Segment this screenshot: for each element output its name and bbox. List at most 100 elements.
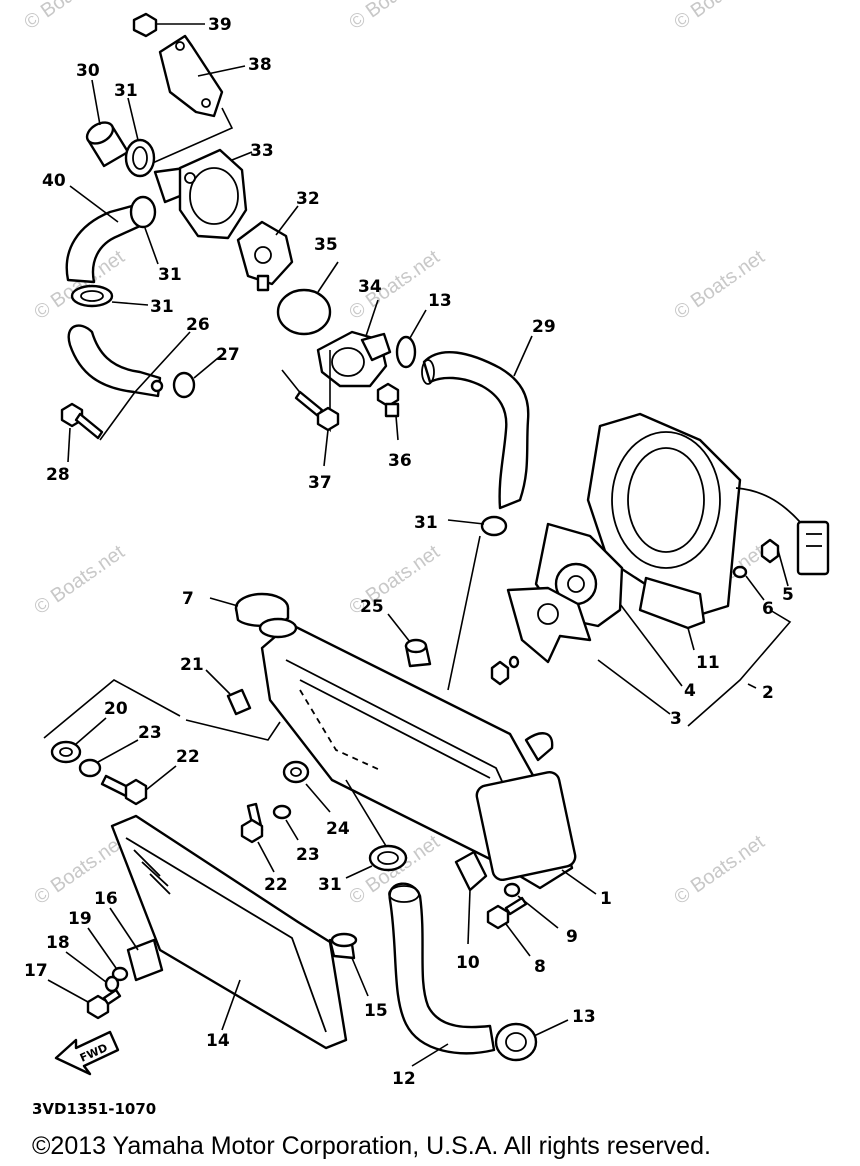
- callout-30: 30: [76, 61, 100, 81]
- callout-15: 15: [364, 1001, 388, 1021]
- bolt-36: [376, 382, 400, 441]
- callout-3: 3: [670, 709, 682, 729]
- callout-29: 29: [532, 317, 556, 337]
- callout-18: 18: [46, 933, 70, 953]
- clamp-31-mid: [129, 195, 159, 265]
- damper-16: [109, 907, 164, 982]
- washer-23-right: [272, 804, 299, 841]
- callout-9: 9: [566, 927, 578, 947]
- forward-arrow: FWD: [54, 1030, 120, 1076]
- filler-neck: [258, 617, 298, 639]
- clamp-31-left: [70, 284, 149, 308]
- callout-37: 37: [308, 473, 332, 493]
- bolt-8: [486, 896, 531, 957]
- collar-18: [65, 951, 120, 993]
- water-pump-cover-34: [281, 299, 392, 433]
- bolt-37: [294, 390, 340, 467]
- callout-7: 7: [182, 589, 194, 609]
- callout-28: 28: [46, 465, 70, 485]
- clamp-13-bottom: [494, 1019, 569, 1062]
- radiator-1: [260, 622, 597, 895]
- watermark: © Boats.net: [345, 0, 444, 34]
- thermostat-32: [236, 205, 299, 292]
- hose-26: [67, 324, 191, 441]
- callout-11: 11: [696, 653, 720, 673]
- watermark: © Boats.net: [670, 246, 769, 324]
- washer-19: [87, 927, 129, 982]
- bolt-5: [760, 538, 789, 587]
- callout-1: 1: [600, 889, 612, 909]
- callout-34: 34: [358, 277, 382, 297]
- bolt-28: [60, 402, 104, 463]
- fan-blade-3: [506, 586, 592, 664]
- watermark: © Boats.net: [670, 831, 769, 909]
- clamp-31-hose29: [447, 515, 508, 537]
- washer-9: [503, 882, 559, 929]
- callout-6: 6: [762, 599, 774, 619]
- bracket-11: [638, 576, 706, 630]
- callout-31a: 31: [114, 81, 138, 101]
- callout-2: 2: [762, 683, 774, 703]
- collar-21: [205, 669, 252, 716]
- thermostat-housing-33: [153, 148, 253, 240]
- clamp-31-bottom: [345, 779, 408, 879]
- callout-40: 40: [42, 171, 66, 191]
- callout-14: 14: [206, 1031, 230, 1051]
- bolt-22-right: [240, 802, 275, 873]
- callout-31b: 31: [158, 265, 182, 285]
- washer-6: [732, 565, 765, 601]
- callout-8: 8: [534, 957, 546, 977]
- callout-21: 21: [180, 655, 204, 675]
- fan-connector: [796, 520, 830, 576]
- callout-23b: 23: [296, 845, 320, 865]
- watermark: © Boats.net: [20, 0, 119, 34]
- cap-27: [172, 357, 219, 399]
- callout-39: 39: [208, 15, 232, 35]
- callout-5: 5: [782, 585, 794, 605]
- callout-25: 25: [360, 597, 384, 617]
- callout-12: 12: [392, 1069, 416, 1089]
- bolt-22-left: [100, 765, 177, 806]
- fan-bracket-leads: [597, 603, 792, 727]
- callout-26: 26: [186, 315, 210, 335]
- hose-29: [421, 335, 533, 510]
- thermo-switch-10: [454, 850, 488, 945]
- clamp-31-top: [124, 97, 156, 178]
- callout-24: 24: [326, 819, 350, 839]
- callout-layer: 1 2 3 4 5 6 7 8 9 10 11 12 13 13 14 15 1…: [24, 15, 794, 1089]
- callout-35: 35: [314, 235, 338, 255]
- callout-36: 36: [388, 451, 412, 471]
- callout-10: 10: [456, 953, 480, 973]
- fan-nut: [490, 655, 520, 686]
- grommet-24: [282, 760, 331, 813]
- grommet-25: [387, 613, 432, 668]
- washer-20: [50, 717, 107, 764]
- copyright-notice: ©2013 Yamaha Motor Corporation, U.S.A. A…: [32, 1132, 711, 1160]
- callout-22: 22: [176, 747, 200, 767]
- callout-31c: 31: [150, 297, 174, 317]
- fan-shroud: [586, 412, 801, 616]
- callout-31e: 31: [318, 875, 342, 895]
- callout-19: 19: [68, 909, 92, 929]
- callout-38: 38: [248, 55, 272, 75]
- watermark: © Boats.net: [30, 541, 129, 619]
- bolt-15: [328, 932, 369, 997]
- diagram-code: 3VD1351-1070: [32, 1100, 157, 1118]
- callout-13: 13: [428, 291, 452, 311]
- callout-31d: 31: [414, 513, 438, 533]
- callout-4: 4: [684, 681, 696, 701]
- callout-16: 16: [94, 889, 118, 909]
- callout-33: 33: [250, 141, 274, 161]
- hose-12: [388, 882, 496, 1067]
- callout-13b: 13: [572, 1007, 596, 1027]
- callout-22b: 22: [264, 875, 288, 895]
- callout-20: 20: [104, 699, 128, 719]
- sleeve-30: [85, 79, 130, 168]
- washer-23-left: [78, 739, 139, 778]
- clamp-13-top: [395, 309, 427, 369]
- radiator-guard-14: [110, 814, 348, 1050]
- callout-23: 23: [138, 723, 162, 743]
- callout-17: 17: [24, 961, 48, 981]
- o-ring-35: [276, 261, 339, 336]
